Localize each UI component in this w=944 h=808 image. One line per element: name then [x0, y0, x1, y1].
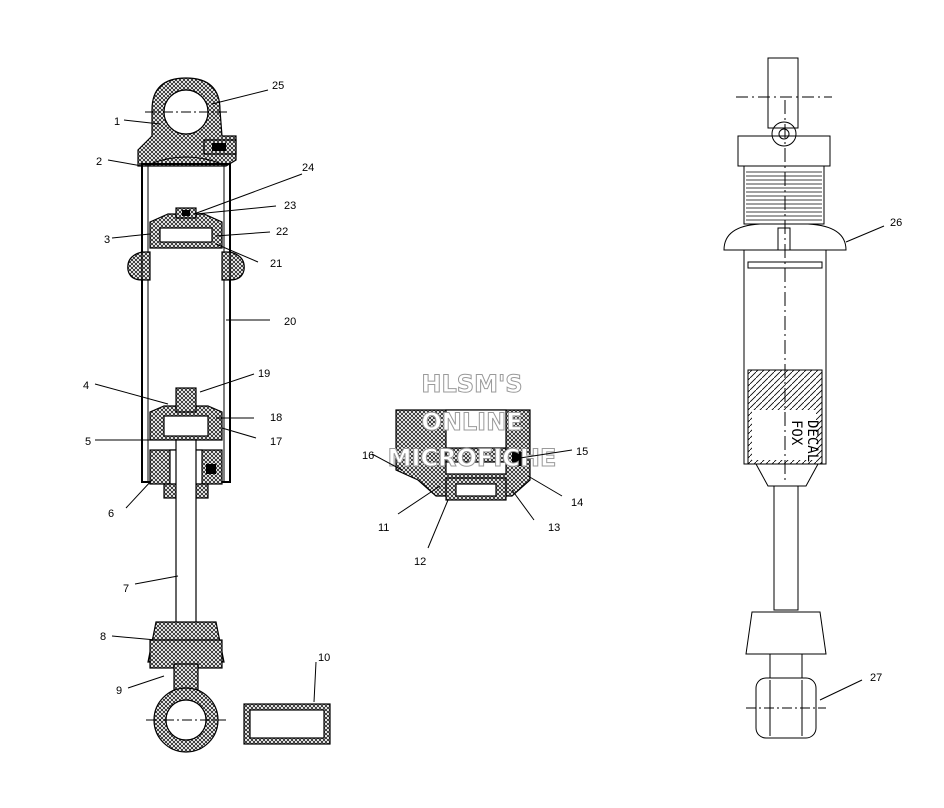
callout-4: 4	[83, 380, 89, 392]
callout-22: 22	[276, 226, 288, 238]
callout-8: 8	[100, 631, 106, 643]
callout-12: 12	[414, 556, 426, 568]
callout-11: 11	[378, 522, 389, 534]
seal-head-detail	[395, 409, 531, 501]
callout-24: 24	[302, 162, 314, 174]
callout-2: 2	[96, 156, 102, 168]
decal-text-2: FOX	[788, 420, 804, 446]
watermark-line-2: ONLINE	[421, 408, 522, 436]
callout-17: 17	[270, 436, 282, 448]
preload-ring	[723, 223, 847, 251]
watermark-line-1: HLSM'S	[421, 370, 522, 398]
watermark: HLSM'S ONLINE MICROFICHE	[387, 370, 557, 473]
callout-9: 9	[116, 685, 122, 697]
leader-lines	[94, 89, 885, 703]
exterior-shaft	[773, 485, 799, 611]
callout-1: 1	[114, 116, 120, 128]
callout-15: 15	[576, 446, 588, 458]
callout-13: 13	[548, 522, 560, 534]
callout-6: 6	[108, 508, 114, 520]
left-section-view	[127, 77, 331, 753]
callout-18: 18	[270, 412, 282, 424]
callout-5: 5	[85, 436, 91, 448]
piston-nut	[175, 387, 197, 413]
threaded-collar	[743, 165, 825, 225]
reservoir-stem	[767, 57, 799, 129]
callout-10: 10	[318, 652, 330, 664]
top-mount	[737, 135, 831, 167]
spring-collar	[127, 251, 143, 281]
callout-26: 26	[890, 217, 902, 229]
decal-text-1: DECAL	[804, 420, 820, 462]
exterior-bumper	[745, 611, 827, 655]
callout-16: 16	[362, 450, 374, 462]
watermark-line-3: MICROFICHE	[388, 444, 557, 472]
callout-21: 21	[270, 258, 282, 270]
callout-3: 3	[104, 234, 110, 246]
callout-25: 25	[272, 80, 284, 92]
callout-19: 19	[258, 368, 270, 380]
callout-14: 14	[571, 497, 583, 509]
exterior-view: DECAL FOX	[723, 57, 847, 739]
callout-labels: 1 2 3 4 5 6 7 8 9 10 11 12 13 14 15 16 1…	[83, 80, 902, 697]
callout-20: 20	[284, 316, 296, 328]
callout-27: 27	[870, 672, 882, 684]
callout-23: 23	[284, 200, 296, 212]
callout-7: 7	[123, 583, 129, 595]
